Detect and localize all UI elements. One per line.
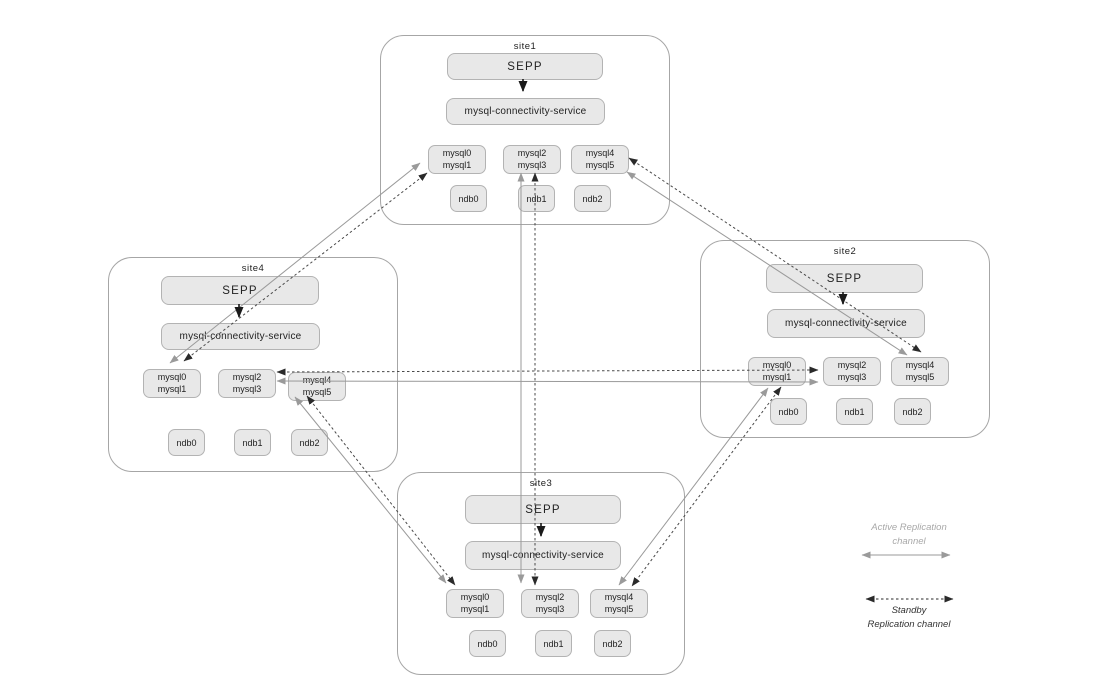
mysql-node-label: mysql3 bbox=[535, 603, 565, 614]
mysql-node-label: mysql0 bbox=[460, 591, 490, 602]
site2-title: site2 bbox=[833, 246, 857, 257]
site2-sepp-box: SEPP bbox=[766, 264, 923, 293]
site3-ndb0-box: ndb0 bbox=[469, 630, 506, 657]
mysql-node-label: mysql3 bbox=[517, 159, 547, 170]
site4-ndb1-box: ndb1 bbox=[234, 429, 271, 456]
site3-mysql4-mysql5-box: mysql4 mysql5 bbox=[590, 589, 648, 618]
site3-ndb2-box: ndb2 bbox=[594, 630, 631, 657]
site4-mysql4-mysql5-box: mysql4 mysql5 bbox=[288, 372, 346, 401]
mysql-node-label: mysql2 bbox=[535, 591, 565, 602]
site1-sepp-box: SEPP bbox=[447, 53, 603, 80]
legend-standby-line2: Replication channel bbox=[867, 618, 951, 630]
mysql-node-label: mysql5 bbox=[585, 159, 615, 170]
site4-mysql-connectivity-service-box: mysql-connectivity-service bbox=[161, 323, 320, 350]
legend-active-line1: Active Replication bbox=[871, 522, 947, 533]
site2-ndb1-box: ndb1 bbox=[836, 398, 873, 425]
site3-mysql2-mysql3-box: mysql2 mysql3 bbox=[521, 589, 579, 618]
mysql-node-label: mysql0 bbox=[157, 371, 187, 382]
mysql-node-label: mysql4 bbox=[905, 359, 935, 370]
mysql-node-label: mysql4 bbox=[302, 374, 332, 385]
mysql-node-label: mysql5 bbox=[604, 603, 634, 614]
mysql-node-label: mysql4 bbox=[604, 591, 634, 602]
site1-ndb0-box: ndb0 bbox=[450, 185, 487, 212]
site3-mysql-connectivity-service-box: mysql-connectivity-service bbox=[465, 541, 621, 570]
site3-mysql0-mysql1-box: mysql0 mysql1 bbox=[446, 589, 504, 618]
mysql-node-label: mysql2 bbox=[517, 147, 547, 158]
mysql-node-label: mysql1 bbox=[442, 159, 472, 170]
mysql-node-label: mysql0 bbox=[442, 147, 472, 158]
mysql-node-label: mysql5 bbox=[905, 371, 935, 382]
site4-container: site4 SEPP mysql-connectivity-service my… bbox=[108, 257, 398, 472]
site2-mysql-connectivity-service-box: mysql-connectivity-service bbox=[767, 309, 925, 338]
mysql-node-label: mysql1 bbox=[762, 371, 792, 382]
legend-active-replication-label: Active Replication channel bbox=[843, 521, 975, 549]
mysql-node-label: mysql3 bbox=[232, 383, 262, 394]
site1-ndb2-box: ndb2 bbox=[574, 185, 611, 212]
site1-mysql0-mysql1-box: mysql0 mysql1 bbox=[428, 145, 486, 174]
site1-container: site1 SEPP mysql-connectivity-service my… bbox=[380, 35, 670, 225]
site4-sepp-box: SEPP bbox=[161, 276, 319, 305]
site3-ndb1-box: ndb1 bbox=[535, 630, 572, 657]
site2-ndb0-box: ndb0 bbox=[770, 398, 807, 425]
site4-mysql0-mysql1-box: mysql0 mysql1 bbox=[143, 369, 201, 398]
legend-standby-replication-label: Standby Replication channel bbox=[838, 604, 980, 632]
site4-title: site4 bbox=[241, 263, 265, 274]
site2-container: site2 SEPP mysql-connectivity-service my… bbox=[700, 240, 990, 438]
site2-mysql0-mysql1-box: mysql0 mysql1 bbox=[748, 357, 806, 386]
mysql-node-label: mysql4 bbox=[585, 147, 615, 158]
legend-standby-line1: Standby bbox=[891, 605, 927, 616]
mysql-node-label: mysql2 bbox=[232, 371, 262, 382]
mysql-node-label: mysql2 bbox=[837, 359, 867, 370]
mysql-node-label: mysql3 bbox=[837, 371, 867, 382]
mysql-node-label: mysql0 bbox=[762, 359, 792, 370]
site1-ndb1-box: ndb1 bbox=[518, 185, 555, 212]
mysql-node-label: mysql1 bbox=[460, 603, 490, 614]
site4-ndb0-box: ndb0 bbox=[168, 429, 205, 456]
site3-sepp-box: SEPP bbox=[465, 495, 621, 524]
site4-mysql2-mysql3-box: mysql2 mysql3 bbox=[218, 369, 276, 398]
legend-active-line2: channel bbox=[892, 535, 926, 547]
site1-mysql2-mysql3-box: mysql2 mysql3 bbox=[503, 145, 561, 174]
site1-title: site1 bbox=[513, 41, 537, 52]
mysql-node-label: mysql1 bbox=[157, 383, 187, 394]
site2-ndb2-box: ndb2 bbox=[894, 398, 931, 425]
site3-container: site3 SEPP mysql-connectivity-service my… bbox=[397, 472, 685, 675]
site2-mysql4-mysql5-box: mysql4 mysql5 bbox=[891, 357, 949, 386]
site2-mysql2-mysql3-box: mysql2 mysql3 bbox=[823, 357, 881, 386]
site1-mysql-connectivity-service-box: mysql-connectivity-service bbox=[446, 98, 605, 125]
site1-mysql4-mysql5-box: mysql4 mysql5 bbox=[571, 145, 629, 174]
site3-title: site3 bbox=[529, 478, 553, 489]
site4-ndb2-box: ndb2 bbox=[291, 429, 328, 456]
mysql-node-label: mysql5 bbox=[302, 386, 332, 397]
